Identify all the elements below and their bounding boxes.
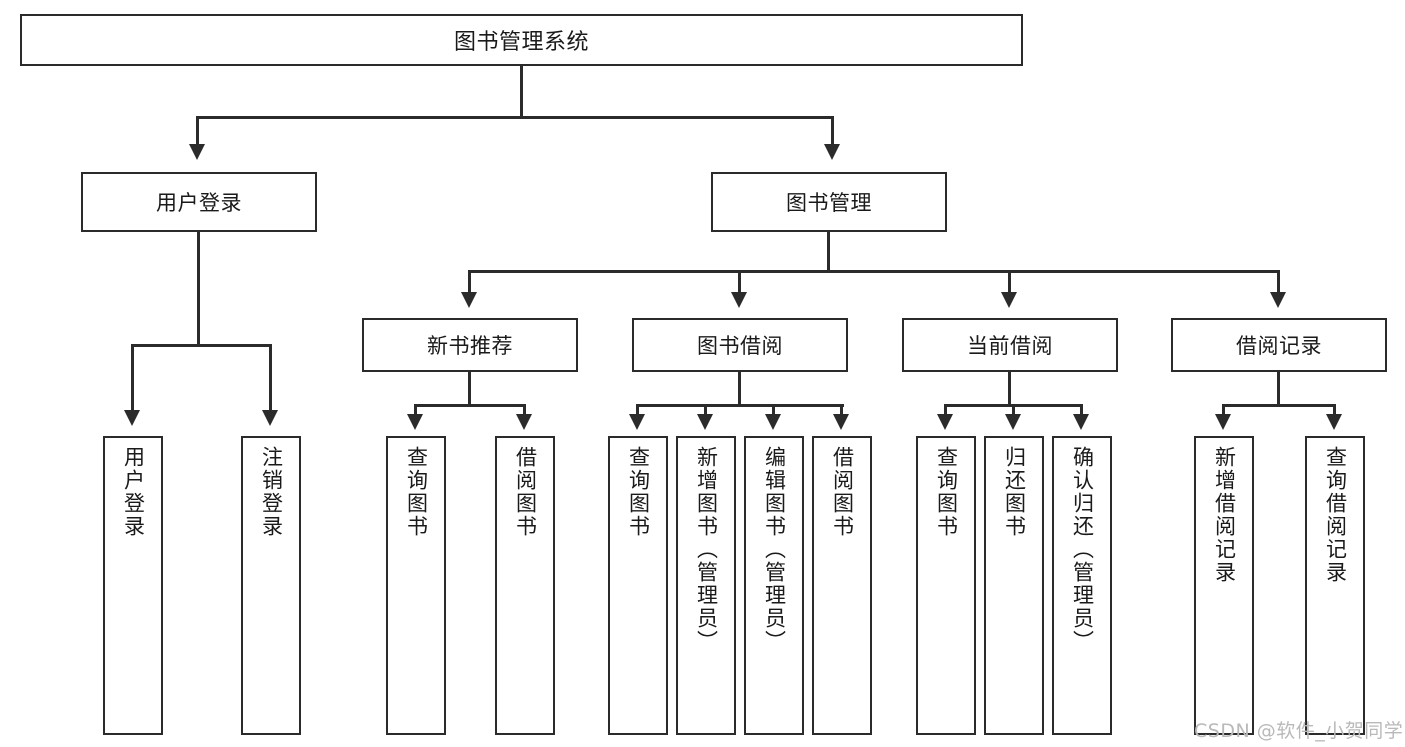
node-label: 当前借阅	[967, 334, 1053, 358]
edge-current-drop-1	[944, 404, 947, 416]
leaf-recommend-borrow-book[interactable]: 借阅图书	[495, 436, 555, 735]
edge-book-mgmt-drop-4	[1277, 270, 1280, 294]
edge-book-mgmt-drop-1	[468, 270, 471, 294]
edge-borrow-stem	[738, 372, 741, 406]
leaf-label: 借阅图书	[830, 446, 855, 538]
edge-user-login-bus	[131, 344, 269, 347]
edge-user-login-stem	[197, 232, 200, 346]
leaf-record-query-record[interactable]: 查询借阅记录	[1305, 436, 1365, 735]
arrow-leaf-borrow-4	[833, 414, 849, 430]
arrow-leaf-recommend-1	[407, 414, 423, 430]
node-user-login[interactable]: 用户登录	[81, 172, 317, 232]
watermark-csdn: CSDN @软件_小贺同学	[1194, 720, 1404, 742]
edge-current-stem	[1008, 372, 1011, 406]
leaf-current-confirm-return[interactable]: 确认归还（管理员）	[1052, 436, 1112, 735]
arrow-leaf-current-1	[937, 414, 953, 430]
node-label: 图书借阅	[697, 334, 783, 358]
node-new-book-recommend[interactable]: 新书推荐	[362, 318, 578, 372]
leaf-current-return-book[interactable]: 归还图书	[984, 436, 1044, 735]
leaf-label: 查询图书	[404, 446, 429, 538]
arrow-leaf-borrow-3	[765, 414, 781, 430]
leaf-borrow-query-book[interactable]: 查询图书	[608, 436, 668, 735]
edge-user-login-drop-1	[131, 344, 134, 414]
edge-record-drop-1	[1222, 404, 1225, 416]
edge-book-mgmt-drop-2	[738, 270, 741, 294]
edge-borrow-drop-2	[704, 404, 707, 416]
edge-book-mgmt-drop-3	[1008, 270, 1011, 294]
node-root-system[interactable]: 图书管理系统	[20, 14, 1023, 66]
leaf-borrow-edit-book[interactable]: 编辑图书（管理员）	[744, 436, 804, 735]
node-label: 用户登录	[156, 191, 242, 215]
arrow-leaf-record-1	[1215, 414, 1231, 430]
node-label: 图书管理	[786, 191, 872, 215]
arrow-to-book-borrow	[731, 292, 747, 308]
leaf-current-query-book[interactable]: 查询图书	[916, 436, 976, 735]
edge-root-stem	[520, 66, 523, 118]
arrow-to-user-login	[189, 144, 205, 160]
leaf-label: 确认归还（管理员）	[1070, 446, 1095, 653]
leaf-record-add-record[interactable]: 新增借阅记录	[1194, 436, 1254, 735]
node-book-borrow[interactable]: 图书借阅	[632, 318, 848, 372]
arrow-leaf-current-2	[1005, 414, 1021, 430]
edge-current-drop-2	[1012, 404, 1015, 416]
leaf-label: 查询借阅记录	[1323, 446, 1348, 584]
node-current-borrow[interactable]: 当前借阅	[902, 318, 1118, 372]
leaf-label: 借阅图书	[513, 446, 538, 538]
leaf-label: 注销登录	[259, 446, 284, 538]
edge-record-stem	[1277, 372, 1280, 406]
leaf-borrow-borrow-book[interactable]: 借阅图书	[812, 436, 872, 735]
leaf-user-login-login[interactable]: 用户登录	[103, 436, 163, 735]
leaf-label: 新增借阅记录	[1212, 446, 1237, 584]
leaf-label: 归还图书	[1002, 446, 1027, 538]
edge-recommend-bus	[414, 404, 526, 407]
leaf-label: 查询图书	[934, 446, 959, 538]
edge-record-bus	[1222, 404, 1336, 407]
edge-borrow-drop-3	[772, 404, 775, 416]
arrow-leaf-borrow-2	[697, 414, 713, 430]
arrow-to-new-book-recommend	[461, 292, 477, 308]
edge-borrow-bus	[636, 404, 844, 407]
arrow-leaf-recommend-2	[516, 414, 532, 430]
edge-record-drop-2	[1333, 404, 1336, 416]
node-book-management[interactable]: 图书管理	[711, 172, 947, 232]
leaf-recommend-query-book[interactable]: 查询图书	[386, 436, 446, 735]
arrow-leaf-record-2	[1326, 414, 1342, 430]
edge-root-to-user-login	[196, 116, 199, 148]
edge-book-mgmt-stem	[827, 232, 830, 272]
node-label: 图书管理系统	[453, 30, 589, 55]
arrow-leaf-user-login-2	[262, 410, 278, 426]
leaf-label: 用户登录	[121, 446, 146, 538]
arrow-leaf-current-3	[1073, 414, 1089, 430]
leaf-label: 查询图书	[626, 446, 651, 538]
leaf-borrow-add-book[interactable]: 新增图书（管理员）	[676, 436, 736, 735]
arrow-to-current-borrow	[1001, 292, 1017, 308]
edge-recommend-drop-1	[414, 404, 417, 416]
leaf-label: 新增图书（管理员）	[694, 446, 719, 653]
edge-borrow-drop-1	[636, 404, 639, 416]
node-label: 借阅记录	[1236, 334, 1322, 358]
edge-book-mgmt-bus	[468, 270, 1280, 273]
edge-user-login-drop-2	[269, 344, 272, 414]
edge-root-to-book-mgmt	[831, 116, 834, 148]
arrow-to-borrow-record	[1270, 292, 1286, 308]
node-label: 新书推荐	[427, 334, 513, 358]
arrow-to-book-mgmt	[824, 144, 840, 160]
edge-recommend-drop-2	[523, 404, 526, 416]
edge-borrow-drop-4	[840, 404, 843, 416]
leaf-user-login-logout[interactable]: 注销登录	[241, 436, 301, 735]
leaf-label: 编辑图书（管理员）	[762, 446, 787, 653]
edge-current-drop-3	[1080, 404, 1083, 416]
node-borrow-record[interactable]: 借阅记录	[1171, 318, 1387, 372]
edge-recommend-stem	[468, 372, 471, 406]
arrow-leaf-borrow-1	[629, 414, 645, 430]
arrow-leaf-user-login-1	[124, 410, 140, 426]
edge-root-bus	[196, 116, 834, 119]
